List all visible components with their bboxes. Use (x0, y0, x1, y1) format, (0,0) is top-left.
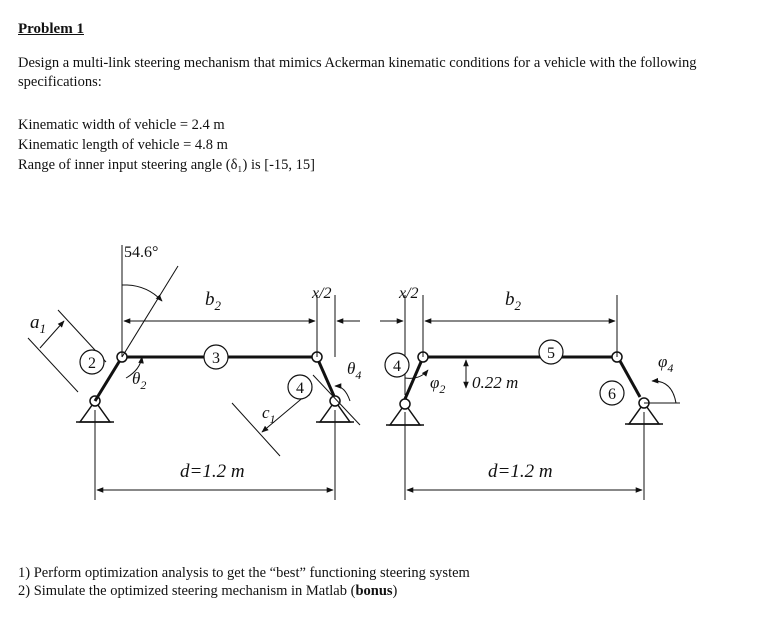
b2-right-label: b2 (505, 289, 522, 313)
angle-label: 54.6° (124, 244, 158, 261)
link-label-4-right: 4 (393, 358, 401, 375)
link-label-circle-3 (203, 344, 229, 370)
spec-length: Kinematic length of vehicle = 4.8 m (18, 137, 228, 153)
link-2-left (93, 356, 124, 402)
task2-end: ) (392, 583, 398, 599)
d-left-label: d=1.2 m (180, 461, 245, 482)
task2-bonus: bonus (355, 583, 393, 599)
link-label-circle-4-left (287, 374, 313, 400)
spec-width: Kinematic width of vehicle = 2.4 m (18, 117, 225, 133)
link-4-right (403, 361, 423, 400)
link-label-circle-2 (79, 349, 105, 375)
right-mechanism: 4 5 6 x/2 b2 φ2 0.22 m φ4 d=1.2 m (380, 285, 680, 500)
left-mechanism: 2 3 4 54.6° b2 x/2 a1 θ2 c1 θ4 d=1.2 m (27, 244, 361, 500)
link-label-circle-5 (538, 339, 564, 365)
offset-label: 0.22 m (472, 373, 518, 392)
theta2-label: θ2 (132, 369, 146, 392)
task2-text: 2) Simulate the optimized steering mecha… (18, 583, 356, 599)
d-right-label: d=1.2 m (488, 461, 553, 482)
a1-label: a1 (30, 312, 46, 336)
link-6 (618, 360, 642, 398)
steering-mechanism-diagram: 2 3 4 54.6° b2 x/2 a1 θ2 c1 θ4 d=1.2 m (27, 244, 680, 500)
link-label-4-left: 4 (296, 380, 304, 397)
link-label-circle-4-right (384, 352, 410, 378)
theta4-label: θ4 (347, 359, 361, 382)
x-half-right-label: x/2 (398, 285, 419, 302)
link-label-circle-6 (599, 380, 625, 406)
link-label-2: 2 (88, 355, 96, 372)
task-simulation: 2) Simulate the optimized steering mecha… (18, 582, 397, 600)
c1-label: c1 (262, 403, 276, 426)
link-label-5: 5 (547, 345, 555, 362)
spec-steering-range: Range of inner input steering angle (δ₁)… (18, 157, 315, 173)
problem-title: Problem 1 (18, 21, 84, 37)
link-4-left (317, 361, 336, 397)
phi4-label: φ4 (658, 352, 673, 375)
link-label-6: 6 (608, 386, 616, 403)
phi2-label: φ2 (430, 373, 445, 396)
link-label-3: 3 (212, 350, 220, 367)
problem-intro: Design a multi-link steering mechanism t… (18, 55, 697, 90)
x-half-left-label: x/2 (311, 285, 332, 302)
task-optimization: 1) Perform optimization analysis to get … (18, 565, 470, 581)
b2-left-label: b2 (205, 289, 222, 313)
